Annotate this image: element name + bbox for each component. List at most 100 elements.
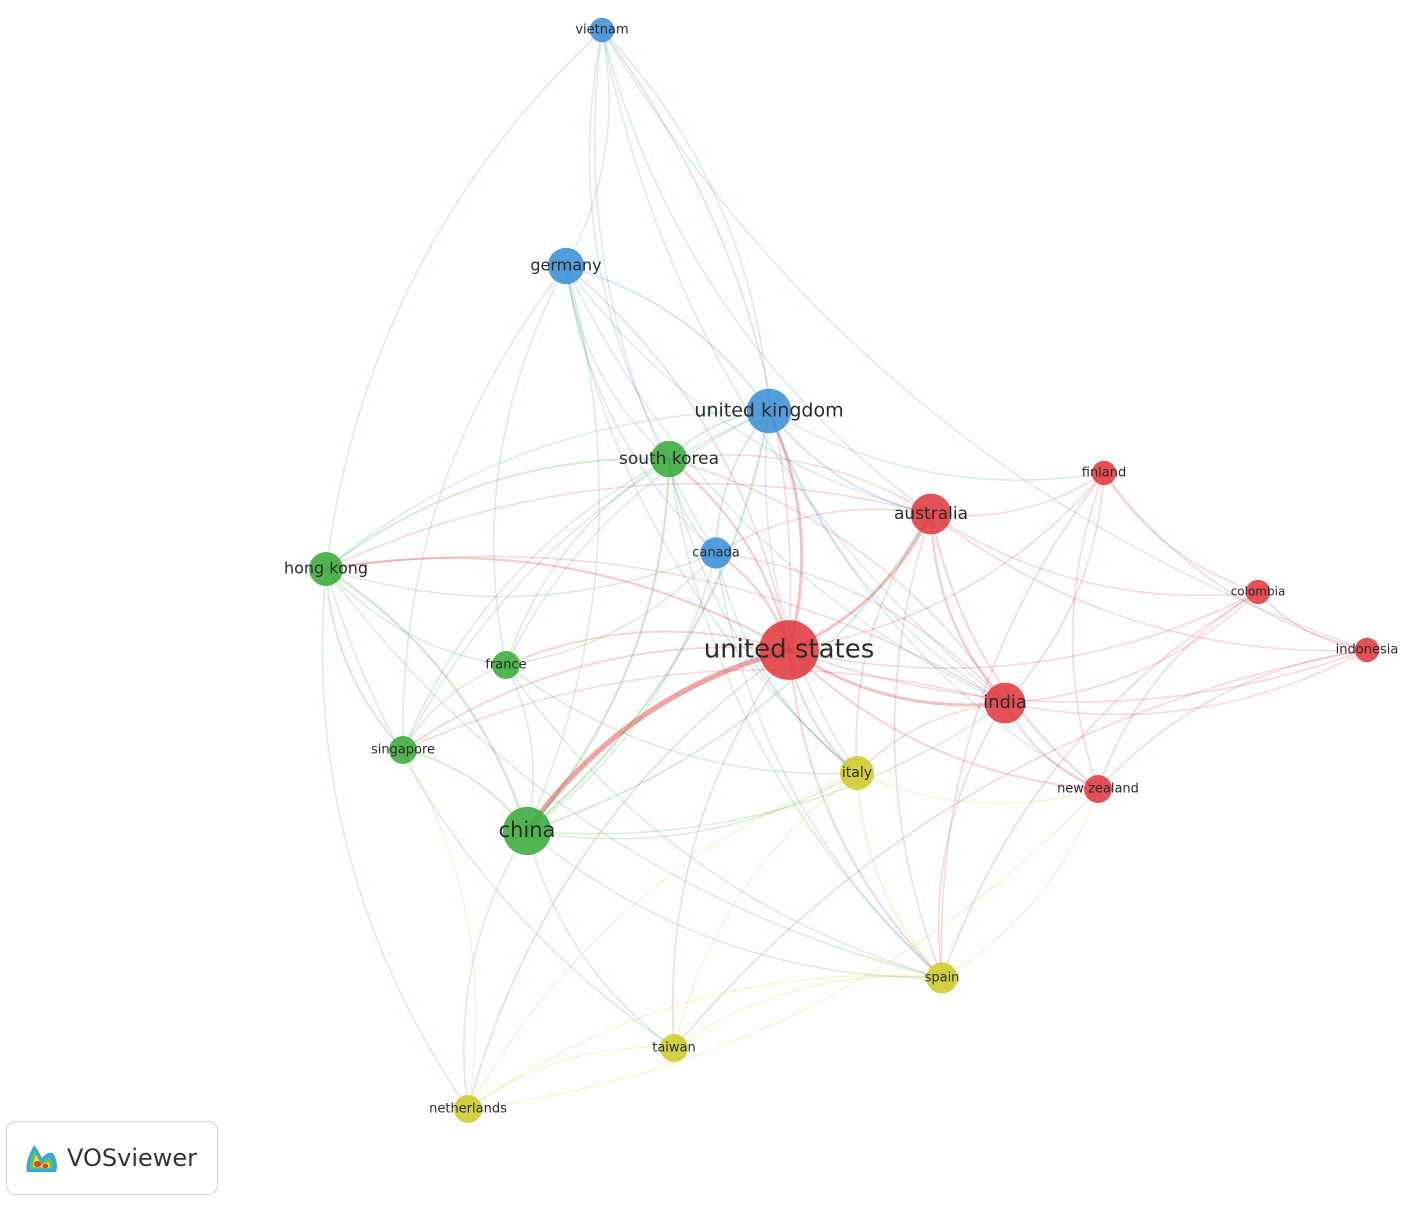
node-australia[interactable] (910, 493, 952, 535)
nodes-layer (309, 17, 1380, 1123)
link-india-italy (856, 702, 1006, 774)
link-united-states-finland (788, 472, 1105, 651)
node-indonesia[interactable] (1354, 637, 1380, 663)
node-netherlands[interactable] (454, 1095, 482, 1123)
link-netherlands-new-zealand (467, 788, 1099, 1110)
link-united-kingdom-singapore (402, 410, 770, 751)
link-germany-singapore (402, 265, 567, 751)
node-spain[interactable] (926, 962, 958, 994)
link-australia-italy (855, 513, 932, 774)
node-new-zealand[interactable] (1084, 775, 1112, 803)
link-united-states-vietnam (601, 29, 792, 651)
link-south-korea-hong-kong (325, 457, 670, 570)
link-united-kingdom-australia (768, 410, 932, 515)
link-australia-new-zealand (930, 513, 1099, 790)
link-italy-spain (856, 772, 943, 979)
node-south-korea[interactable] (650, 440, 688, 478)
link-united-states-indonesia (788, 649, 1368, 703)
label-finland: finland (1082, 466, 1127, 481)
label-united-kingdom: united kingdom (694, 400, 843, 422)
link-united-kingdom-italy (764, 410, 858, 774)
link-australia-indonesia (930, 513, 1368, 652)
node-finland[interactable] (1091, 460, 1117, 486)
link-south-korea-italy (668, 458, 858, 774)
link-australia-south-korea (668, 454, 932, 515)
link-united-kingdom-germany (565, 265, 770, 412)
link-france-italy (505, 664, 858, 775)
vosviewer-badge: VOSviewer (6, 1121, 218, 1195)
link-united-states-france (505, 630, 790, 666)
node-colombia[interactable] (1245, 579, 1271, 605)
link-united-kingdom-finland (768, 410, 1105, 481)
app-name-label: VOSviewer (67, 1144, 198, 1172)
link-united-kingdom-new-zealand (768, 410, 1099, 790)
link-china-germany (526, 265, 600, 832)
link-france-singapore (402, 664, 507, 751)
link-china-australia (526, 513, 932, 832)
link-hong-kong-spain (325, 568, 943, 979)
link-australia-finland (930, 472, 1105, 517)
link-netherlands-singapore (402, 749, 477, 1110)
label-netherlands: netherlands (429, 1102, 507, 1117)
link-vietnam-indonesia (601, 29, 1368, 651)
link-australia-spain (893, 513, 943, 979)
link-united-states-germany (565, 265, 790, 651)
link-india-colombia (1004, 591, 1259, 704)
link-india-spain (937, 702, 1006, 979)
link-china-spain (526, 830, 943, 979)
link-united-states-china (524, 647, 792, 834)
link-south-korea-singapore (402, 458, 670, 751)
node-vietnam[interactable] (589, 17, 615, 43)
node-hong-kong[interactable] (309, 552, 343, 586)
label-italy: italy (842, 765, 872, 781)
link-china-italy (526, 772, 858, 840)
link-australia-india (929, 512, 1007, 705)
link-australia-canada (715, 508, 932, 554)
label-singapore: singapore (371, 743, 435, 758)
link-france-canada (505, 552, 717, 666)
link-italy-netherlands (467, 772, 858, 1110)
link-finland-colombia (1103, 472, 1259, 593)
node-united-kingdom[interactable] (746, 388, 792, 434)
node-united-states[interactable] (759, 620, 819, 680)
link-china-taiwan (526, 830, 675, 1049)
link-finland-new-zealand (1071, 472, 1105, 790)
label-canada: canada (692, 546, 740, 561)
node-canada[interactable] (700, 537, 732, 569)
vosviewer-density-logo-icon (26, 1145, 57, 1172)
link-hong-kong-taiwan (325, 568, 675, 1049)
link-united-states-singapore (402, 646, 790, 751)
node-taiwan[interactable] (660, 1034, 688, 1062)
node-italy[interactable] (840, 756, 874, 790)
link-china-india (526, 702, 1006, 835)
link-united-kingdom-india (768, 410, 1006, 704)
node-singapore[interactable] (389, 736, 417, 764)
link-vietnam-canada (593, 29, 717, 554)
label-australia: australia (894, 504, 968, 524)
link-china-canada (526, 552, 717, 832)
link-italy-taiwan (673, 772, 858, 1049)
label-new-zealand: new zealand (1057, 782, 1139, 797)
link-united-states-taiwan (671, 649, 790, 1049)
link-india-indonesia (1004, 649, 1368, 716)
link-hong-kong-canada (325, 552, 717, 598)
link-china-south-korea (525, 457, 671, 833)
link-spain-taiwan (673, 975, 943, 1049)
node-germany[interactable] (547, 247, 585, 285)
node-france[interactable] (492, 651, 520, 679)
link-colombia-new-zealand (1097, 591, 1259, 790)
link-united-kingdom-vietnam (601, 29, 770, 412)
link-vietnam-india (601, 29, 1006, 704)
link-hong-kong-singapore (325, 568, 404, 751)
node-india[interactable] (984, 682, 1026, 724)
link-germany-vietnam (565, 29, 610, 267)
link-canada-italy (715, 552, 858, 774)
link-south-korea-france (505, 458, 670, 666)
link-germany-australia (565, 265, 932, 515)
node-china[interactable] (502, 806, 552, 856)
label-united-states: united states (704, 635, 875, 665)
link-india-finland (1004, 472, 1105, 704)
label-indonesia: indonesia (1336, 643, 1399, 658)
link-germany-france (493, 265, 567, 666)
link-united-states-new-zealand (788, 649, 1099, 790)
